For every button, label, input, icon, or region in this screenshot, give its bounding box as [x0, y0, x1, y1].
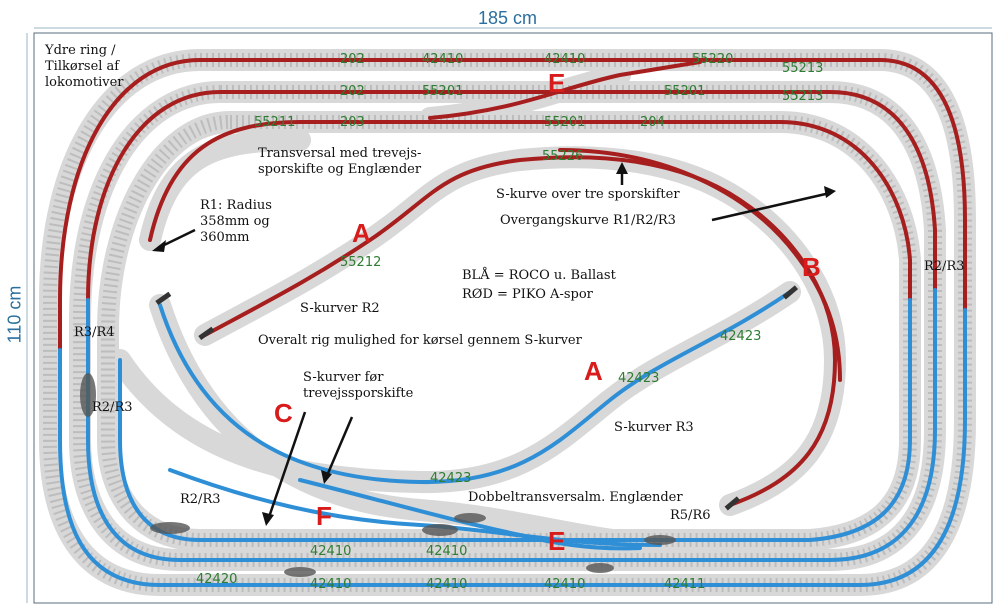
- track-code: 55201: [664, 84, 705, 99]
- note-r3r4: R3/R4: [74, 325, 115, 340]
- arrow-s-before-2: [324, 416, 354, 479]
- note-blue-legend: BLÅ = ROCO u. Ballast: [462, 268, 616, 283]
- red-third-ring: [148, 120, 912, 302]
- track-code: 42410: [426, 544, 467, 559]
- track-code: 55213: [782, 61, 823, 76]
- track-code: 204: [640, 115, 665, 130]
- track-code: 42410: [544, 577, 585, 592]
- track-code: 42410: [422, 52, 463, 67]
- track-code: 202: [340, 84, 365, 99]
- track-code: 42423: [430, 471, 471, 486]
- red-outer-ring: [58, 58, 967, 352]
- track-code: 55220: [692, 52, 733, 67]
- buffer-stops: [155, 285, 799, 511]
- track-code: 42423: [618, 371, 659, 386]
- track-code: 42423: [720, 329, 761, 344]
- red-transversal: [428, 60, 702, 120]
- letter-e-bottom: E: [548, 526, 566, 556]
- note-r2r3-right: R2/R3: [924, 259, 965, 274]
- note-red-legend: RØD = PIKO A-spor: [462, 287, 593, 302]
- blue-transversal: [168, 468, 662, 547]
- height-dimension-label: 110 cm: [4, 285, 25, 344]
- note-overall: Overalt rig mulighed for kørsel gennem S…: [258, 333, 582, 348]
- track-code: 42410: [426, 577, 467, 592]
- blue-tracks: [58, 288, 967, 587]
- red-s-curve-r2: [203, 155, 838, 507]
- note-transition: Overgangskurve R1/R2/R3: [500, 213, 676, 228]
- red-inner-right: [558, 148, 842, 382]
- blue-crossing: [298, 478, 642, 551]
- letter-b: B: [802, 252, 821, 282]
- note-outer-ring: Ydre ring / Tilkørsel af lokomotiver: [45, 43, 124, 90]
- track-code: 55201: [422, 84, 463, 99]
- letter-a-lower: A: [584, 356, 603, 386]
- track-code: 42410: [310, 577, 351, 592]
- note-transversal: Transversal med trevejs- sporskifte og E…: [258, 146, 422, 177]
- arrow-heads: [152, 162, 836, 526]
- track-code: 55211: [254, 115, 295, 130]
- note-r2r3-bottom: R2/R3: [180, 492, 221, 507]
- note-s-curves-r3: S-kurver R3: [614, 420, 694, 435]
- track-code: 55201: [544, 115, 585, 130]
- platform-shadows: [80, 373, 676, 577]
- track-code: 55212: [340, 255, 381, 270]
- note-double-transversal: Dobbeltransversalm. Englænder: [468, 490, 683, 505]
- letter-e-top: E: [548, 68, 566, 98]
- note-s-curve-three: S-kurve over tre sporskifter: [496, 187, 680, 202]
- blue-outer-ring: [58, 308, 967, 587]
- track-code: 55226: [542, 149, 583, 164]
- note-s-curves-r2: S-kurver R2: [300, 301, 380, 316]
- letter-a-upper: A: [352, 218, 371, 248]
- note-r1-radius: R1: Radius 358mm og 360mm: [200, 198, 272, 245]
- track-code: 42410: [310, 544, 351, 559]
- arrow-s-before-1: [266, 411, 307, 521]
- blue-third-ring: [118, 298, 912, 542]
- note-r5r6: R5/R6: [670, 508, 711, 523]
- track-code: 42420: [196, 572, 237, 587]
- track-code-labels: 202 42410 42410 55220 55213 202 55201 55…: [196, 52, 823, 592]
- track-code: 55213: [782, 89, 823, 104]
- note-r2r3-left: R2/R3: [92, 400, 133, 415]
- letter-f: F: [316, 501, 332, 531]
- track-code: 42411: [664, 577, 705, 592]
- red-tracks: [58, 58, 967, 507]
- blue-s-curve-r3: [158, 290, 792, 485]
- letter-c: C: [274, 398, 293, 428]
- track-code: 203: [340, 115, 365, 130]
- blue-second-ring: [86, 288, 937, 562]
- track-code: 202: [340, 52, 365, 67]
- note-s-curves-before: S-kurver før trevejssporskifte: [303, 370, 414, 401]
- arrow-transition: [711, 191, 831, 222]
- width-dimension-label: 185 cm: [478, 8, 538, 28]
- red-second-ring: [86, 90, 937, 302]
- track-code: 42410: [544, 52, 585, 67]
